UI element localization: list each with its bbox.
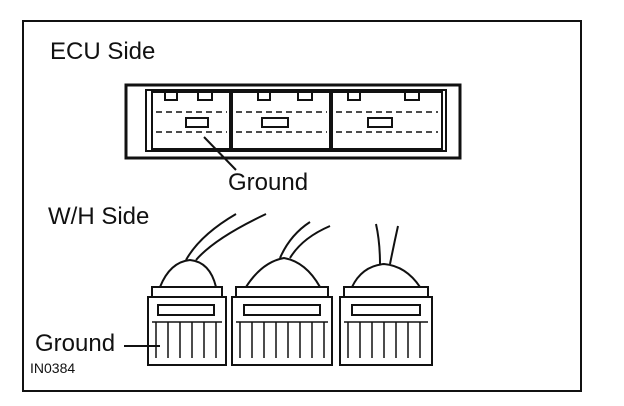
ecu-ground-label: Ground xyxy=(228,169,309,196)
figure-code: IN0384 xyxy=(30,360,76,376)
wh-side-label: W/H Side xyxy=(48,203,150,230)
wh-ground-label: Ground xyxy=(35,330,116,357)
wh-connectors xyxy=(124,213,433,366)
ecu-connector xyxy=(124,83,462,171)
ecu-side-label: ECU Side xyxy=(50,38,156,65)
figure-frame xyxy=(22,20,582,392)
